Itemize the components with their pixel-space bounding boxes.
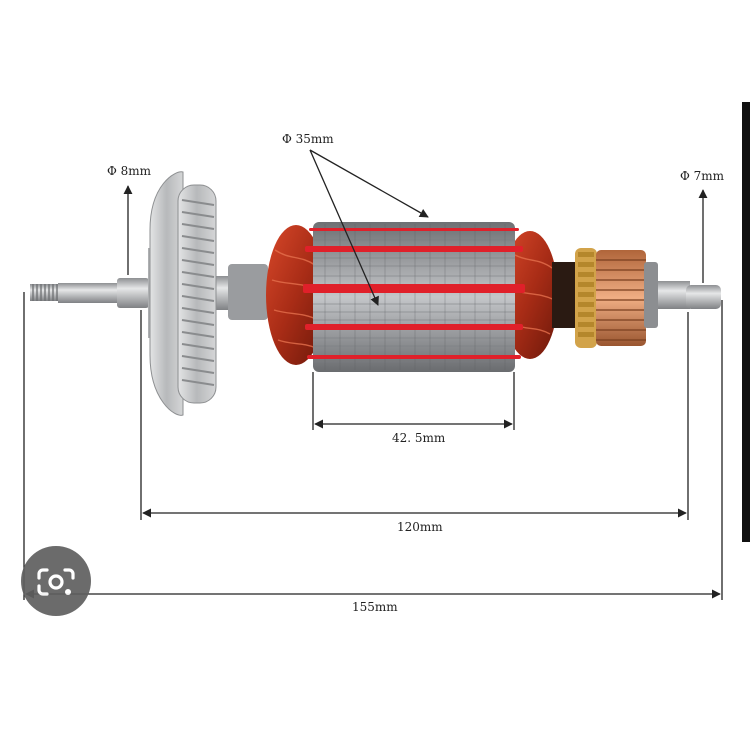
- armature-diameter-leader-1: [309, 149, 429, 218]
- laminated-core: [303, 222, 525, 372]
- cooling-fan: [148, 171, 217, 416]
- dimension-lines: [23, 149, 723, 600]
- right-edge-bar: [742, 102, 750, 542]
- bearing-span-label: 120mm: [397, 520, 443, 534]
- overall-length-label: 155mm: [352, 600, 398, 614]
- lens-glyph: [37, 568, 75, 596]
- armature-diameter-label: Φ 35mm: [282, 132, 334, 146]
- front-shaft-diameter-label: Φ 8mm: [107, 164, 152, 178]
- rear-shaft-diameter-label: Φ 7mm: [680, 169, 725, 183]
- google-lens-icon[interactable]: [21, 546, 91, 616]
- core-length-label: 42. 5mm: [392, 431, 446, 445]
- armature-diameter-leader-2: [309, 149, 379, 306]
- commutator: [575, 248, 658, 348]
